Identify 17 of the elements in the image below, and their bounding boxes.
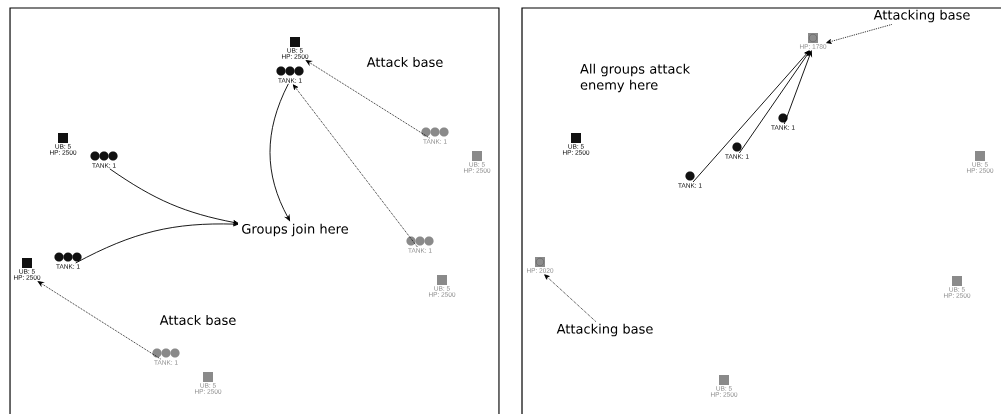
arrow (783, 50, 813, 125)
callout-text: Groups join here (242, 223, 348, 237)
arrow (75, 221, 239, 264)
callout-text: Attacking base (873, 9, 970, 23)
arrow (738, 50, 811, 154)
arrow (305, 60, 430, 139)
callout-text: Attack base (366, 56, 443, 68)
arrow (544, 274, 597, 322)
callout-text: Attack base (159, 314, 236, 326)
arrow (269, 83, 291, 221)
arrow (109, 168, 239, 225)
arrow (692, 50, 810, 183)
arrow (37, 281, 162, 360)
arrow (292, 84, 418, 248)
arrow (826, 24, 893, 44)
callout-text: Attacking base (556, 323, 653, 337)
callout-text: All groups attack enemy here (580, 63, 691, 93)
